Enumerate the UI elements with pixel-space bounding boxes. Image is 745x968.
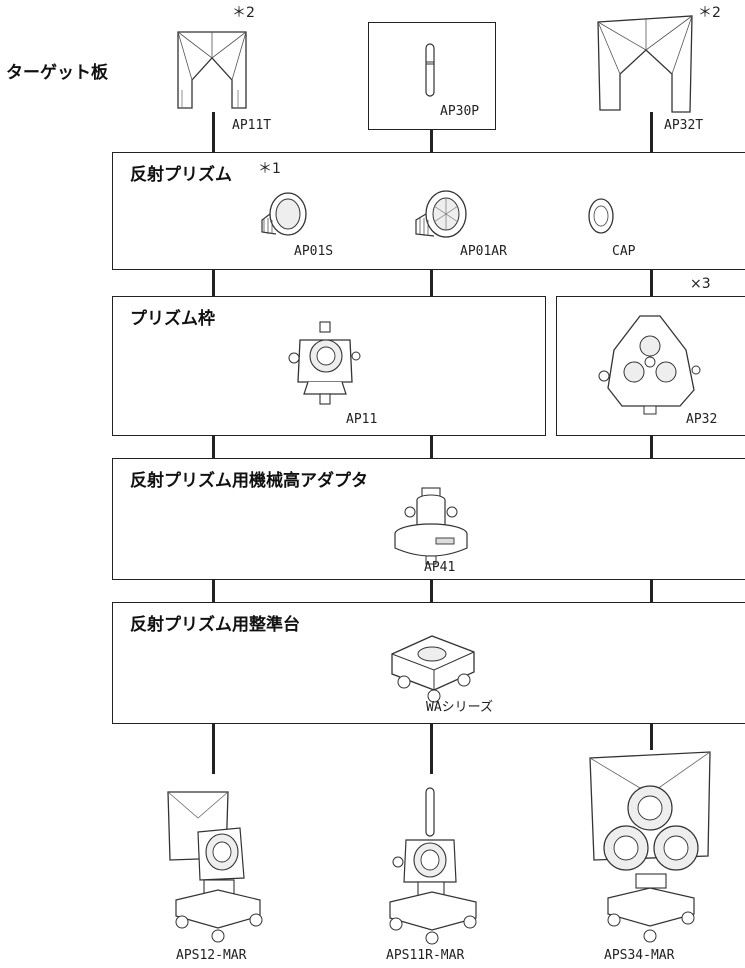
- ap32-label: AP32: [686, 412, 718, 427]
- connector-line: [430, 436, 433, 458]
- ap11-holder-icon: [288, 321, 361, 405]
- prism-item-label: CAP: [612, 244, 636, 259]
- tribrach-box-title: 反射プリズム用整準台: [130, 615, 300, 635]
- ap41-adapter-icon: [394, 487, 468, 565]
- connector-line: [212, 270, 215, 296]
- ap01s-prism-icon: [261, 192, 307, 236]
- assembly-label: APS12-MAR: [176, 948, 247, 963]
- connector-line: [430, 580, 433, 602]
- connector-line: [212, 112, 215, 152]
- wa-tribrach-icon: [391, 635, 475, 703]
- connector-line: [212, 436, 215, 458]
- prism-item-label: AP01AR: [460, 244, 507, 259]
- ap11t-note: ＊2: [232, 5, 255, 21]
- holder-box: [112, 296, 546, 436]
- ap11t-label: AP11T: [232, 118, 272, 133]
- connector-line: [212, 580, 215, 602]
- prism-note: ＊1: [258, 161, 281, 177]
- connector-line: [650, 112, 653, 152]
- aps12-mar-assembly-icon: [167, 791, 263, 943]
- ap30p-label: AP30P: [440, 104, 480, 119]
- aps34-mar-assembly-icon: [589, 751, 711, 943]
- ap11t-target-icon: [177, 31, 247, 109]
- adapter-box-title: 反射プリズム用機械高アダプタ: [130, 471, 368, 491]
- ap32-holder-icon: [598, 315, 701, 415]
- connector-line: [650, 436, 653, 458]
- connector-line: [650, 580, 653, 602]
- connector-line: [430, 724, 433, 774]
- connector-line: [650, 270, 653, 296]
- ap41-label: AP41: [424, 560, 456, 575]
- ap01ar-prism-icon: [415, 190, 467, 238]
- connector-line: [650, 724, 653, 750]
- cap-icon: [588, 198, 614, 234]
- ap32t-note: ＊2: [698, 5, 721, 21]
- prism-item-label: AP01S: [294, 244, 334, 259]
- ap32t-label: AP32T: [664, 118, 704, 133]
- connector-line: [430, 270, 433, 296]
- wa-series-label: WAシリーズ: [426, 700, 494, 715]
- prism-box-title: 反射プリズム: [130, 165, 232, 185]
- ap32-qty: ×3: [690, 276, 711, 292]
- aps11r-mar-assembly-icon: [389, 787, 477, 945]
- ap32t-target-icon: [597, 15, 693, 113]
- ap30p-pole-icon: [425, 43, 435, 97]
- connector-line: [430, 130, 433, 152]
- assembly-label: APS11R-MAR: [386, 948, 465, 963]
- connector-line: [212, 724, 215, 774]
- ap11-label: AP11: [346, 412, 378, 427]
- assembly-label: APS34-MAR: [604, 948, 675, 963]
- target-plate-label: ターゲット板: [6, 63, 108, 83]
- holder-box-title: プリズム枠: [130, 309, 215, 329]
